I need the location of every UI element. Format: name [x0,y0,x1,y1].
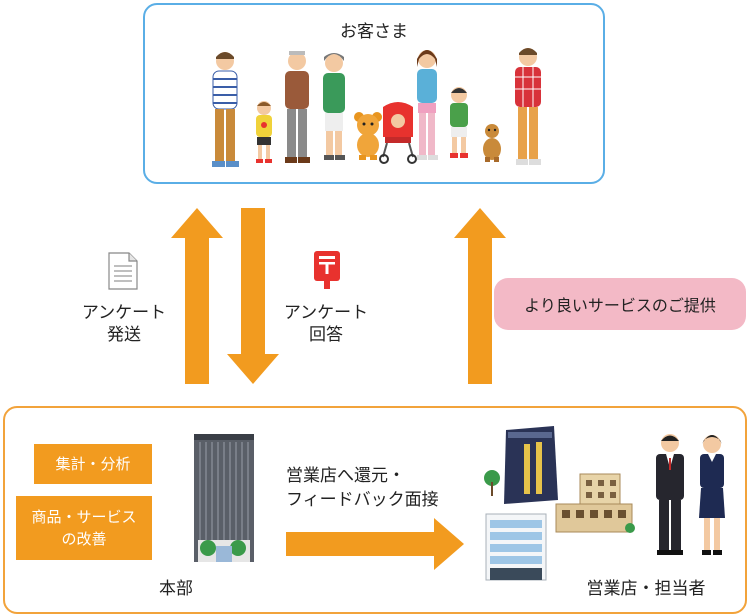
feedback-label-line1: 営業店へ還元・ [286,466,405,486]
survey-send-label-line2: 発送 [107,325,141,345]
customer-mother-illustration [409,47,445,163]
headquarters-label: 本部 [159,579,193,599]
product-improvement-line2: の改善 [61,530,107,548]
customers-panel: お客さま [143,3,605,184]
customer-boy-illustration [445,85,473,161]
branch-building-white-illustration [482,508,550,582]
survey-send-label: アンケート 発送 [56,302,192,346]
better-service-badge: より良いサービスのご提供 [494,278,746,330]
better-service-arrow [454,208,506,384]
customer-grandmother-illustration [315,51,353,163]
customers-title: お客さま [340,22,408,42]
branch-female-staff-illustration [694,432,730,558]
branch-male-staff-illustration [650,432,690,558]
product-improvement-box: 商品・サービス の改善 [16,496,152,560]
customer-grandfather-illustration [279,49,315,165]
branch-building-brown-illustration [550,470,636,536]
product-improvement-line1: 商品・サービス [31,508,137,526]
customer-young-man-illustration [509,45,547,171]
branch-staff-label: 営業店・担当者 [586,579,706,599]
customer-man-illustration [205,49,245,173]
customer-girl-illustration [251,99,277,165]
headquarters-building-illustration [186,430,262,566]
survey-reply-label-line2: 回答 [309,325,343,345]
bear-mascot-illustration [351,111,385,161]
postbox-icon [314,251,340,289]
stroller-illustration [377,101,419,165]
feedback-label-line2: フィードバック面接 [286,490,439,510]
dog-illustration [479,123,505,163]
survey-reply-arrow [227,208,279,384]
feedback-arrow [286,518,464,570]
aggregate-analysis-box: 集計・分析 [34,444,152,484]
survey-reply-label-line1: アンケート [283,303,369,323]
document-icon [108,252,138,290]
survey-reply-label: アンケート 回答 [258,302,394,346]
branch-building-dark-illustration [484,422,564,506]
survey-send-label-line1: アンケート [81,303,167,323]
headquarters-panel [3,406,747,614]
survey-send-arrow [171,208,223,384]
feedback-label: 営業店へ還元・ フィードバック面接 [286,464,439,512]
